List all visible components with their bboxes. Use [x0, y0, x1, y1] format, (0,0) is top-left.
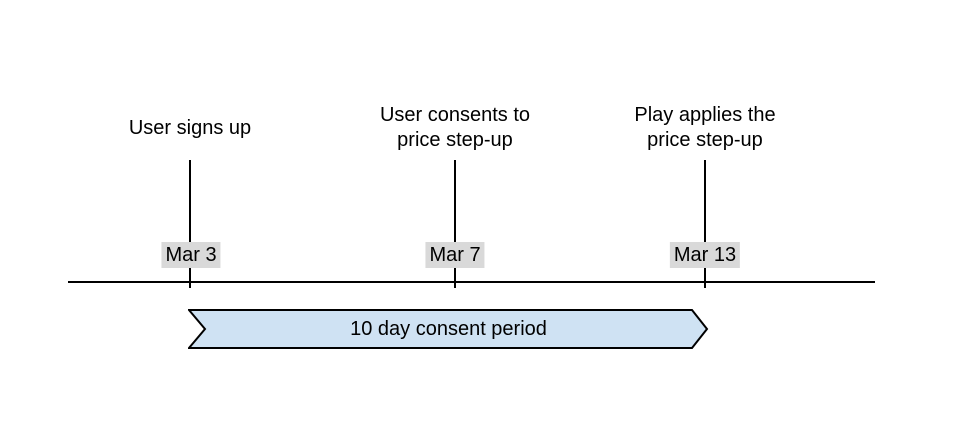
consent-period-label: 10 day consent period	[350, 317, 547, 340]
date-label-mar-13: Mar 13	[669, 242, 741, 268]
event-label-user-consents: User consents to price step-up	[379, 104, 531, 151]
event-label-user-signs-up: User signs up	[128, 116, 252, 139]
date-label-mar-7: Mar 7	[425, 242, 485, 268]
event-tick-line	[189, 160, 191, 288]
chevron-ribbon-shape	[188, 309, 709, 349]
timeline-axis-line	[68, 281, 875, 283]
consent-period-banner: 10 day consent period	[188, 309, 709, 349]
event-tick-line	[704, 160, 706, 288]
chevron-ribbon-polygon	[188, 309, 709, 349]
event-label-play-applies: Play applies the price step-up	[634, 104, 776, 151]
date-label-mar-3: Mar 3	[161, 242, 221, 268]
event-tick-line	[454, 160, 456, 288]
